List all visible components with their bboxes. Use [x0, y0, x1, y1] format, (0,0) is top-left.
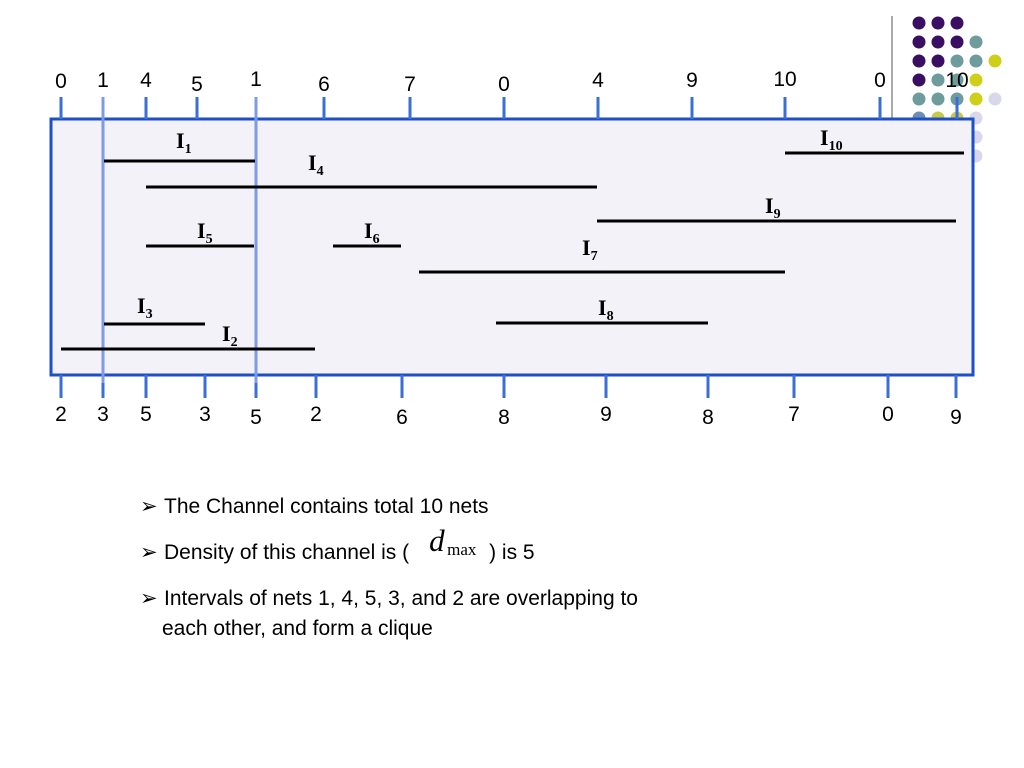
bottom-pin-label: 8 [498, 406, 510, 429]
bullet-text: The Channel contains total 10 nets [164, 495, 489, 518]
top-pin-label: 1 [250, 68, 262, 91]
bullet-clique: ➢ Intervals of nets 1, 4, 5, 3, and 2 are… [140, 584, 780, 644]
decorative-dot [912, 54, 926, 68]
dmax-subscript: max [447, 540, 477, 559]
decorative-dot [950, 73, 964, 87]
top-pin-label: 0 [874, 69, 886, 92]
decorative-dot [950, 16, 964, 30]
net-label: I7 [582, 235, 598, 264]
bottom-pin-label: 2 [310, 403, 322, 426]
top-pin-label: 10 [945, 69, 968, 92]
bottom-pin-label: 6 [396, 406, 408, 429]
bullet-arrow-icon: ➢ [140, 495, 158, 518]
decorative-dot [931, 54, 945, 68]
bullet-text-continued: each other, and form a clique [162, 617, 433, 640]
decorative-dot [931, 92, 945, 106]
top-pin-label: 4 [140, 69, 152, 92]
net-label: I8 [598, 295, 614, 324]
net-label: I4 [308, 150, 324, 179]
bullet-text: Density of this channel is ( [164, 541, 410, 564]
top-pin-label: 1 [97, 69, 109, 92]
top-pin-label: 6 [318, 73, 330, 96]
decorative-dot [931, 35, 945, 49]
net-label: I2 [222, 321, 238, 350]
bottom-pin-label: 9 [950, 406, 962, 429]
clique-boundary-lines [101, 97, 258, 383]
decorative-dot [969, 92, 983, 106]
net-label: I6 [364, 218, 380, 247]
top-pin-label: 0 [498, 73, 510, 96]
net-label: I1 [176, 128, 192, 157]
bullet-list: ➢ The Channel contains total 10 nets ➢ Den… [140, 492, 780, 644]
bottom-pin-label: 3 [97, 403, 109, 426]
bottom-pin-label: 5 [140, 403, 152, 426]
decorative-dot [912, 92, 926, 106]
bottom-pin-label: 0 [882, 403, 894, 426]
bottom-pin-label: 5 [250, 406, 262, 429]
decorative-dot [931, 16, 945, 30]
bullet-total-nets: ➢ The Channel contains total 10 nets [140, 492, 780, 522]
bullet-arrow-icon: ➢ [140, 587, 158, 610]
net-label: I9 [765, 193, 781, 222]
decorative-dot [988, 54, 1002, 68]
bottom-pin-label: 3 [199, 403, 211, 426]
net-label: I10 [820, 125, 843, 154]
top-pin-label: 0 [55, 70, 67, 93]
decorative-dot [931, 73, 945, 87]
top-pin-label: 4 [592, 69, 604, 92]
decorative-dot [950, 35, 964, 49]
decorative-dot [969, 54, 983, 68]
top-pin-label: 9 [686, 69, 698, 92]
bullet-text: Intervals of nets 1, 4, 5, 3, and 2 are … [164, 587, 638, 610]
bullet-text: ) is 5 [489, 541, 535, 564]
dmax-d: d [429, 523, 445, 558]
bottom-pin-label: 2 [55, 403, 67, 426]
bottom-pin-label: 7 [788, 403, 800, 426]
decorative-dot [912, 35, 926, 49]
bottom-pin-label: 9 [600, 403, 612, 426]
decorative-dot [969, 73, 983, 87]
net-label: I5 [197, 218, 213, 247]
decorative-dot [912, 73, 926, 87]
decorative-dot [988, 92, 1002, 106]
bullet-arrow-icon: ➢ [140, 541, 158, 564]
decorative-dot [950, 54, 964, 68]
top-pin-label: 7 [404, 73, 416, 96]
decorative-dot [912, 16, 926, 30]
net-label: I3 [137, 293, 153, 322]
top-pin-label: 5 [191, 73, 203, 96]
bottom-pin-label: 8 [702, 406, 714, 429]
decorative-dot [969, 35, 983, 49]
bottom-pin-ticks: 2 3 5 3 5 2 6 8 9 8 7 0 9 [55, 375, 962, 429]
top-pin-label: 10 [773, 68, 796, 91]
top-pin-ticks: 0 1 4 5 1 6 7 0 4 9 10 0 10 [55, 68, 969, 119]
